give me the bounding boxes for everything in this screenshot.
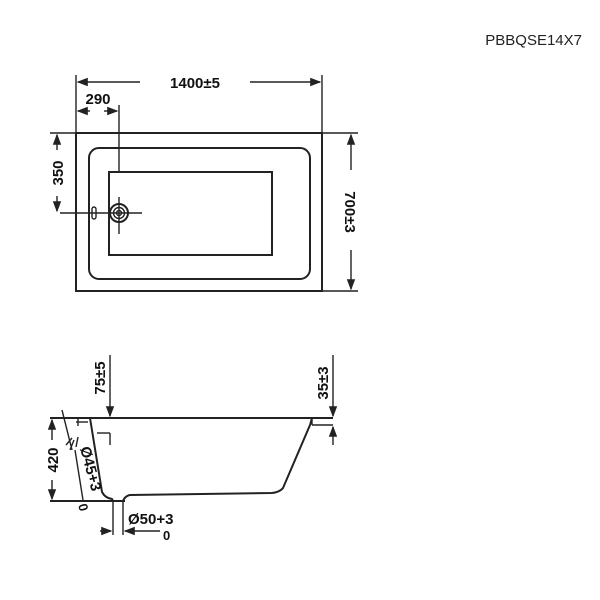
width-dimension: 700±3 (341, 191, 358, 233)
model-code: PBBQSE14X7 (485, 32, 582, 49)
drain-icon (60, 197, 142, 234)
drain-offset-x-dimension: 290 (85, 91, 110, 108)
tub-outline (75, 132, 323, 292)
length-dimension: 1400±5 (170, 75, 220, 92)
lip-dimension: 35±3 (315, 366, 332, 399)
drain-offset-y-dimension: 350 (50, 160, 67, 185)
overflow-tolerance: 0 (75, 502, 91, 513)
tub-profile (89, 417, 313, 502)
side-view: 75±5 35±3 420 Ø45+3 0 Ø50+3 0 (45, 355, 338, 543)
drain-tolerance: 0 (163, 528, 170, 543)
top-view: 1400±5 290 350 700±3 (50, 75, 358, 292)
height-dimension: 420 (45, 447, 62, 472)
rim-dimension: 75±5 (92, 361, 109, 394)
drain-diameter: Ø50+3 (128, 511, 173, 528)
